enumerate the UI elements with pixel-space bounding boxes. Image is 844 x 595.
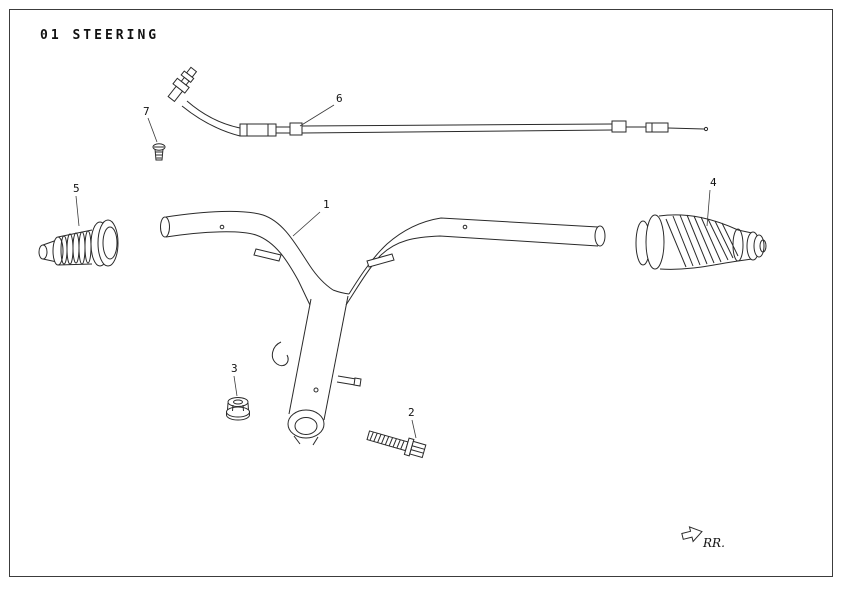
- part-label-2: 2: [408, 406, 415, 419]
- screw-drawing: [152, 143, 166, 161]
- handlebar-drawing: [160, 210, 606, 446]
- part-label-7: 7: [143, 105, 150, 118]
- page-border-frame: [9, 9, 833, 577]
- nut-drawing: [226, 397, 250, 421]
- page-title: 01 STEERING: [40, 28, 160, 43]
- leader-line-5: [75, 195, 80, 227]
- left-grip-drawing: [38, 219, 119, 267]
- part-label-3: 3: [231, 362, 238, 375]
- part-label-4: 4: [710, 176, 717, 189]
- rr-arrow-icon: [681, 526, 703, 543]
- leader-line-4: [706, 189, 711, 227]
- leader-line-2: [411, 419, 417, 439]
- part-label-1: 1: [323, 198, 330, 211]
- leader-line-3: [233, 375, 238, 397]
- right-grip-drawing: [635, 214, 767, 270]
- bolt-drawing: [366, 430, 427, 459]
- leader-line-1: [292, 211, 321, 237]
- leader-line-7: [147, 117, 158, 143]
- part-label-5: 5: [73, 182, 80, 195]
- rr-direction-label: RR.: [702, 536, 725, 550]
- part-label-6: 6: [336, 92, 343, 105]
- leader-line-6: [299, 104, 335, 127]
- throttle-cable-drawing: [167, 66, 709, 137]
